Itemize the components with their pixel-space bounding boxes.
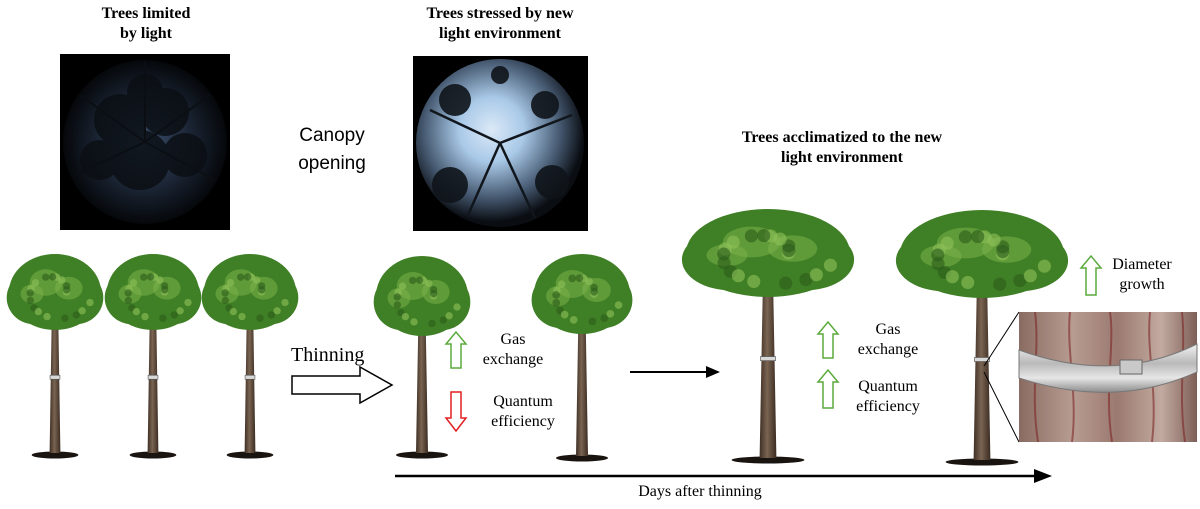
accl-quantum-efficiency-label: Quantum efficiency	[856, 378, 920, 415]
dendrometer-band-photo	[983, 311, 1198, 443]
canopy-opening-label: Canopy opening	[298, 125, 366, 174]
diameter-growth-label: Diameter growth	[1112, 256, 1172, 293]
transition-arrow-icon	[630, 366, 720, 378]
tree-group	[6, 209, 1069, 466]
tree-icon	[531, 254, 633, 462]
gas-exchange-increase-icon-2	[816, 320, 840, 359]
accl-gas-exchange-label: Gas exchange	[857, 321, 919, 358]
tree-icon	[201, 254, 299, 459]
gas-exchange-increase-icon	[444, 330, 468, 369]
time-axis-arrow	[395, 469, 1052, 483]
tree-icon	[373, 256, 471, 459]
thinning-label: Thinning	[291, 344, 365, 366]
canopy-photo-open	[413, 56, 588, 231]
quantum-efficiency-increase-icon	[816, 368, 840, 409]
diameter-growth-increase-icon	[1079, 254, 1103, 296]
tree-icon	[6, 254, 104, 459]
quantum-efficiency-decrease-icon	[444, 391, 468, 433]
title-trees-stressed: Trees stressed by new light environment	[426, 5, 574, 42]
title-trees-limited: Trees limited by light	[101, 5, 191, 42]
stress-gas-exchange-label: Gas exchange	[482, 331, 544, 368]
canopy-photo-closed	[60, 54, 230, 230]
tree-icon	[681, 209, 855, 464]
stress-quantum-efficiency-label: Quantum efficiency	[491, 393, 555, 430]
title-trees-acclimatized: Trees acclimatized to the new light envi…	[741, 129, 943, 166]
tree-icon	[104, 254, 202, 459]
time-axis-label: Days after thinning	[638, 483, 762, 500]
tree-icon	[895, 210, 1069, 466]
thinning-arrow-icon	[291, 365, 394, 405]
